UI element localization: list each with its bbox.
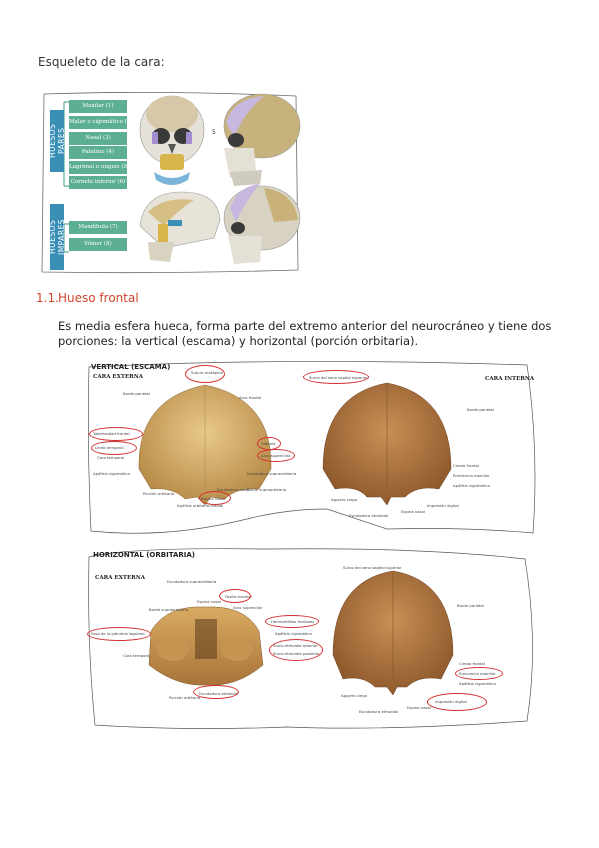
figure-label: Escotadura etmoidal: [349, 513, 389, 518]
bone-item: Mandíbula (7): [69, 221, 127, 234]
frontal-bone-vertical-images: [138, 382, 452, 506]
vertical-left-caption: CARA EXTERNA: [93, 374, 144, 380]
highlight-oval: [87, 627, 151, 641]
vertical-figure-frame: [87, 361, 536, 534]
section-title: Hueso frontal: [58, 291, 139, 305]
bone-item: Lagrimal o unguis (5): [69, 161, 127, 174]
highlight-oval: [303, 370, 369, 384]
figure-label: Escotadura supraorbitaria: [167, 579, 217, 584]
skull-frontal-view: [139, 95, 205, 185]
bone-item: Nasal (3): [69, 132, 127, 145]
figure-label: Cresta frontal: [459, 661, 485, 666]
highlight-oval: [199, 491, 231, 505]
figure-label: Apófisis orbitaria medial: [177, 503, 224, 508]
figure-label: Surco del seno sagital superior: [343, 565, 402, 570]
huesos-impares-bar: HUESOS IMPARES: [48, 204, 66, 270]
highlight-oval: [219, 589, 251, 603]
skull-sagittal-section: [139, 191, 221, 262]
horizontal-figure: HORIZONTAL (ORBITARIA) CARA EXTERNA Esco…: [86, 544, 538, 732]
figure-label: Apófisis cigomática: [453, 483, 490, 488]
figure-label: Espina nasal: [401, 509, 425, 514]
figure-label: Borde supraorbitario: [247, 487, 287, 492]
figure-label: Cara temporal: [97, 455, 125, 460]
figure-label: Impresión digital: [427, 503, 459, 508]
skull-illustrations: 5: [139, 93, 301, 264]
horizontal-title: HORIZONTAL (ORBITARIA): [93, 551, 195, 559]
highlight-oval: [455, 667, 503, 680]
figure-label: Arco superciliar: [233, 605, 263, 610]
figure-label: Borde supraorbitario: [149, 607, 189, 612]
figure-label: Apófisis cigomática: [275, 631, 312, 636]
highlight-oval: [257, 449, 295, 462]
section-paragraph: Es media esfera hueca, forma parte del e…: [58, 319, 552, 348]
frontal-bone-horizontal-images: [148, 570, 454, 696]
figure-label: Borde parietal: [123, 391, 150, 396]
bone-item: Malar o cigomático (2): [69, 116, 127, 129]
horizontal-left-caption: CARA EXTERNA: [95, 575, 146, 581]
figure-label: Espina nasal: [197, 599, 221, 604]
figure-label: Eminencia mamilar: [453, 473, 490, 478]
figure-label: Escotadura nasal: [217, 487, 250, 492]
skull-lateral-view: [223, 93, 301, 186]
skull-lateral-view-2: [223, 184, 301, 264]
highlight-oval: [265, 615, 319, 628]
bone-item: Vómer (8): [69, 238, 127, 251]
vertical-title: VERTICAL (ESCAMA): [91, 363, 171, 371]
highlight-oval: [269, 639, 323, 661]
bone-item: Cornete inferior (6): [69, 176, 127, 189]
section-number: 1.1.: [36, 291, 59, 305]
figure-label: Cresta frontal: [453, 463, 479, 468]
figure-label: Borde parietal: [457, 603, 484, 608]
bone-item: Maxilar (1): [69, 100, 127, 113]
figure-label: Porción orbitaria: [143, 491, 175, 496]
figure-label: Agujero ciego: [331, 497, 358, 502]
svg-text:5: 5: [212, 129, 216, 136]
figure-label: Porción orbitaria: [169, 695, 201, 700]
highlight-oval: [89, 427, 143, 441]
figure-label: Escotadura supraorbitaria: [247, 471, 297, 476]
figure-label: Cara temporal: [123, 653, 151, 658]
face-skeleton-panel: HUESOS PARES HUESOS IMPARES Maxilar (1) …: [38, 88, 301, 276]
figure-label: Agujero ciego: [341, 693, 368, 698]
page-heading: Esqueleto de la cara:: [38, 55, 165, 69]
highlight-oval: [91, 441, 137, 455]
vertical-figure: VERTICAL (ESCAMA) CARA EXTERNA CARA INTE…: [86, 358, 538, 538]
highlight-oval: [185, 365, 225, 383]
figure-label: Borde parietal: [467, 407, 494, 412]
vertical-right-caption: CARA INTERNA: [485, 376, 535, 382]
huesos-pares-bar: HUESOS PARES: [48, 110, 66, 172]
panel-border: [41, 92, 299, 274]
highlight-oval: [193, 685, 239, 699]
figure-label: Apófisis cigomática: [93, 471, 130, 476]
figure-label: Apófisis cigomática: [459, 681, 496, 686]
bone-item: Palatino (4): [69, 146, 127, 159]
figure-label: Escotadura etmoidal: [359, 709, 399, 714]
figure-label: Arco frontal: [239, 395, 262, 400]
figure-label: Espina nasal: [407, 705, 431, 710]
highlight-oval: [427, 693, 487, 711]
horizontal-figure-frame: [88, 548, 533, 729]
